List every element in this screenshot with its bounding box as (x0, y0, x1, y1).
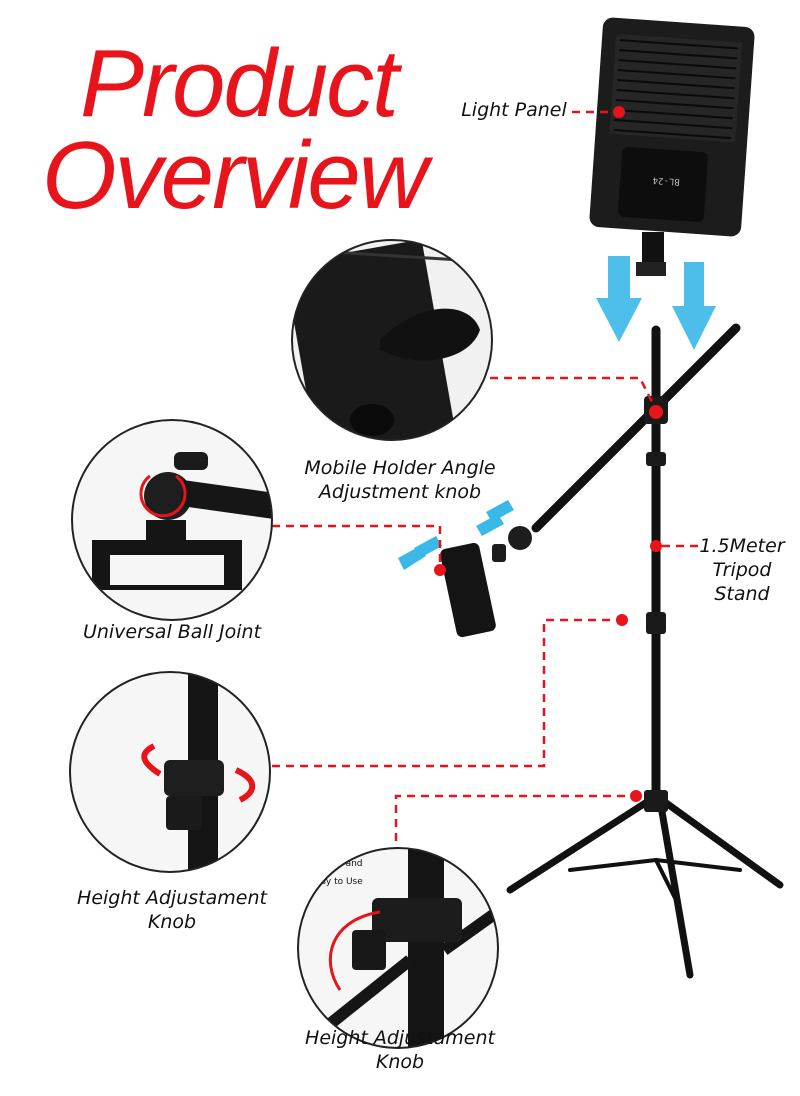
label-tripod-line3: Stand (714, 583, 770, 605)
light-panel: BL-24 (589, 17, 755, 276)
leader-lines (272, 376, 700, 855)
label-height-knob-2-line2: Knob (375, 1051, 425, 1073)
title-line-2: Overview (42, 122, 428, 229)
inset-height-knob-2: Simple and Easy to Use (297, 847, 499, 1049)
label-ball-joint: Universal Ball Joint (82, 621, 262, 643)
label-height-knob-1: Height Adjustament Knob (62, 886, 282, 934)
light-panel-marker (613, 106, 625, 118)
label-height-knob-2-line1: Height Adjustament (305, 1027, 495, 1049)
mount-arrows (596, 256, 716, 350)
label-light-panel: Light Panel (461, 99, 567, 121)
label-tripod-line1: 1.5Meter (699, 535, 785, 557)
phone-holder-parts (398, 500, 532, 638)
inset-text-line2: Easy to Use (310, 877, 363, 887)
height-clamp-0 (646, 452, 666, 466)
label-mobile-holder: Mobile Holder Angle Adjustment knob (290, 456, 510, 504)
label-height-knob-2: Height Adjustament Knob (290, 1026, 510, 1074)
panel-vent-grid (609, 33, 743, 143)
inset-angle-knob (291, 239, 493, 441)
label-mobile-holder-line1: Mobile Holder Angle (304, 457, 496, 479)
tripod-stand (506, 323, 784, 979)
title-line-1: Product (80, 30, 399, 137)
inset-height-knob-1 (69, 671, 271, 873)
leader-markers (434, 405, 663, 802)
label-height-knob-1-line2: Knob (147, 911, 197, 933)
inset-ball-joint (71, 419, 273, 621)
label-tripod-stand: 1.5Meter Tripod Stand (692, 534, 792, 606)
label-mobile-holder-line2: Adjustment knob (318, 481, 482, 503)
panel-model-text: BL-24 (652, 175, 680, 187)
height-clamp-1 (646, 612, 666, 634)
label-tripod-line2: Tripod (712, 559, 772, 581)
label-height-knob-1-line1: Height Adjustament (77, 887, 267, 909)
leg-hub (644, 790, 668, 812)
